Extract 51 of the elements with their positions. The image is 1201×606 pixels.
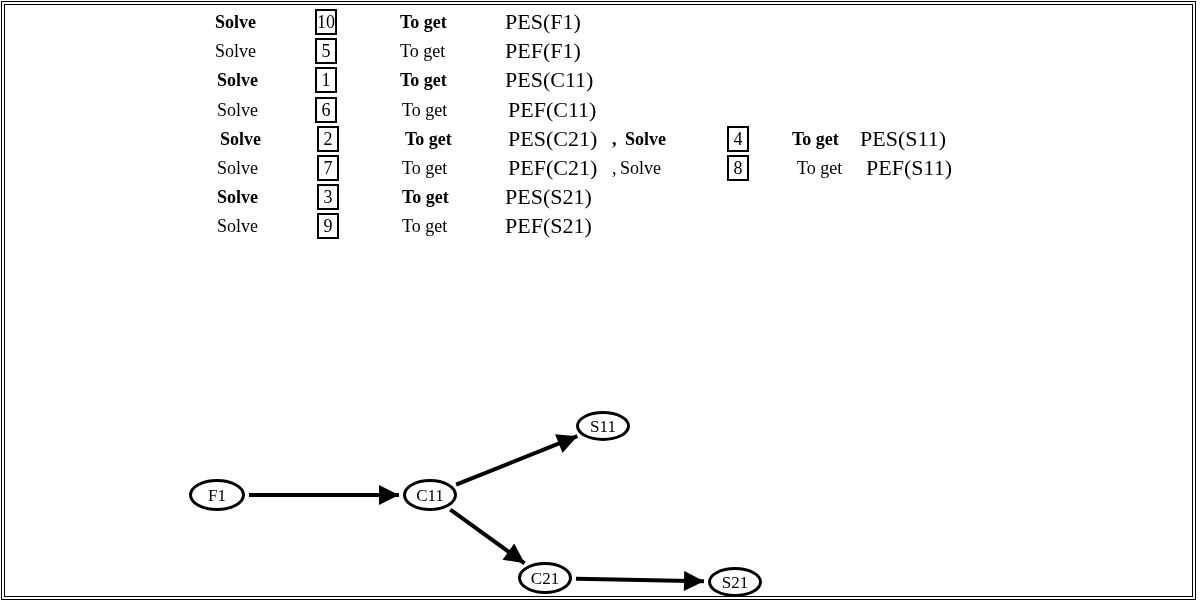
ellipse-node: S11 <box>576 411 630 441</box>
label-text: Solve <box>217 101 258 119</box>
label-text: To get <box>792 130 839 148</box>
label-text: Solve <box>625 130 666 148</box>
label-text: To get <box>402 101 448 119</box>
label-text: To get <box>402 159 448 177</box>
label-text: Solve <box>215 13 256 31</box>
label-text: To get <box>402 217 448 235</box>
label-text: To get <box>405 130 452 148</box>
arrow <box>575 570 705 591</box>
label-text: , <box>612 159 617 177</box>
label-text: Solve <box>217 188 258 206</box>
label-text: To get <box>402 188 449 206</box>
label-text: To get <box>797 159 843 177</box>
label-text: PES(F1) <box>505 11 581 33</box>
label-text: To get <box>400 42 446 60</box>
label-text: PEF(C11) <box>508 99 597 121</box>
label-text: PEF(C21) <box>508 157 598 179</box>
number-box: 9 <box>317 213 339 239</box>
label-text: Solve <box>220 130 261 148</box>
label-text: To get <box>400 71 447 89</box>
number-box: 8 <box>727 155 749 181</box>
ellipse-node: C21 <box>518 562 572 594</box>
ellipse-node: F1 <box>189 479 245 511</box>
number-box: 6 <box>315 97 337 123</box>
number-box: 1 <box>315 67 337 93</box>
label-text: PES(C11) <box>505 69 594 91</box>
label-text: To get <box>400 13 447 31</box>
label-text: PES(S11) <box>860 128 946 150</box>
label-text: PES(C21) <box>508 128 598 150</box>
ellipse-node: C11 <box>403 479 457 511</box>
arrow <box>249 485 399 505</box>
label-text: PEF(S11) <box>866 157 952 179</box>
label-text: Solve <box>217 217 258 235</box>
number-box: 5 <box>315 38 337 64</box>
number-box: 7 <box>317 155 339 181</box>
label-text: Solve <box>620 159 661 177</box>
number-box: 10 <box>315 9 337 35</box>
label-text: PEF(F1) <box>505 40 581 62</box>
ellipse-node: S21 <box>708 567 762 597</box>
label-text: PES(S21) <box>505 186 592 208</box>
number-box: 3 <box>317 184 339 210</box>
label-text: , <box>612 130 617 148</box>
label-text: PEF(S21) <box>505 215 592 237</box>
label-text: Solve <box>215 42 256 60</box>
label-text: Solve <box>217 159 258 177</box>
number-box: 4 <box>727 126 749 152</box>
arrow <box>449 508 526 565</box>
number-box: 2 <box>317 126 339 152</box>
arrow <box>455 434 579 487</box>
label-text: Solve <box>217 71 258 89</box>
